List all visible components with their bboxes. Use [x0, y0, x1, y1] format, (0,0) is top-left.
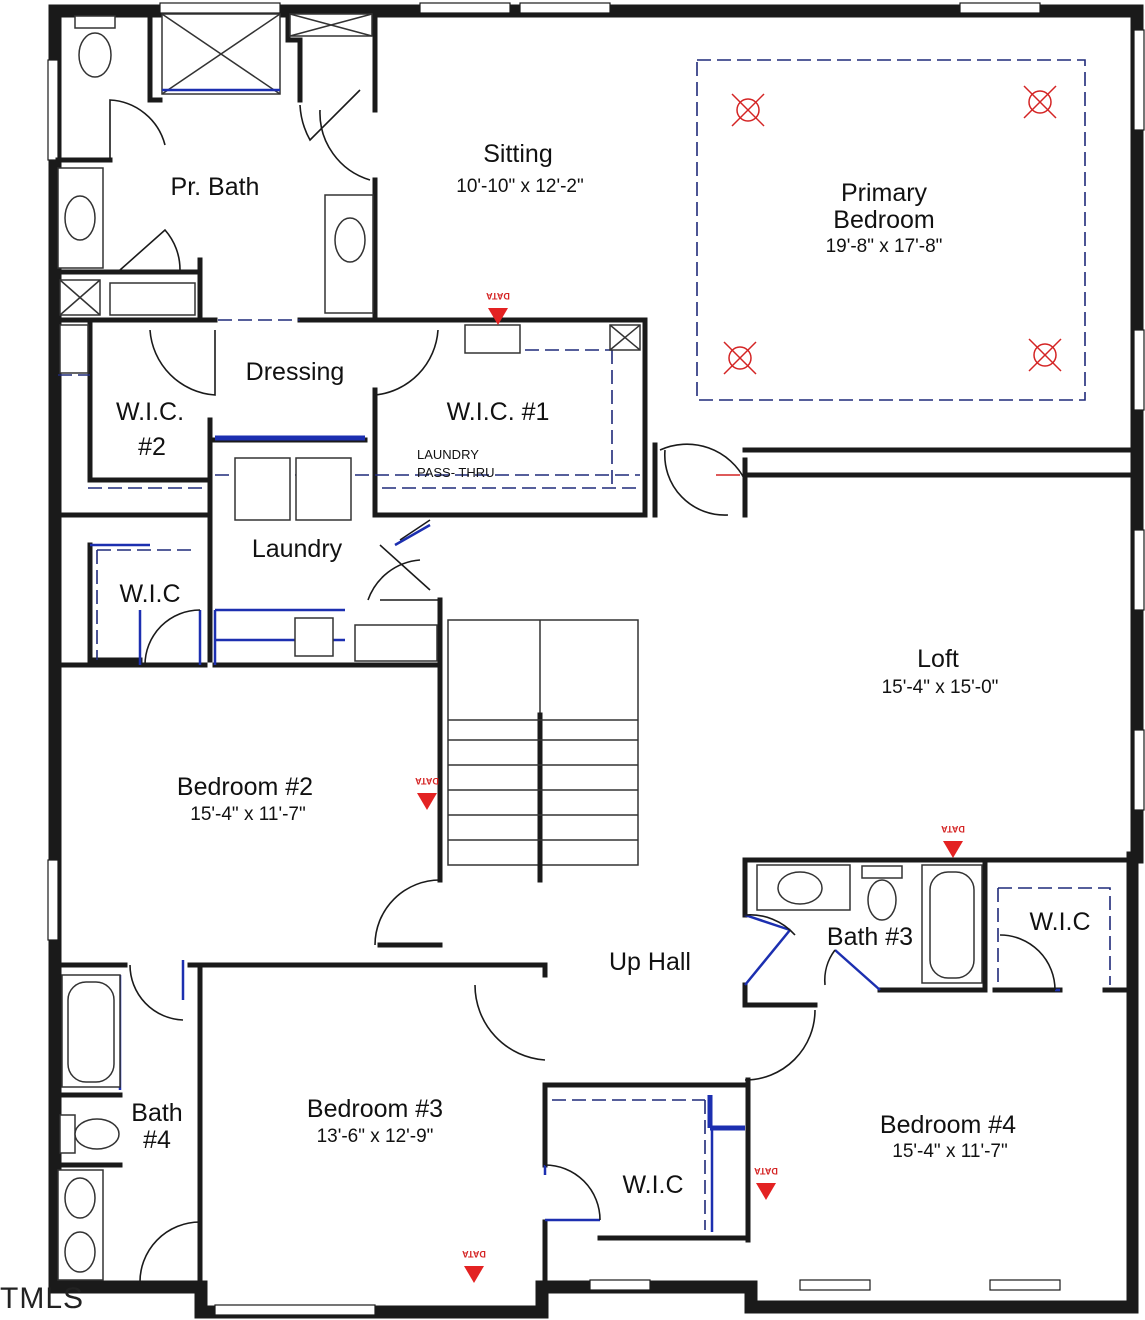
plumbing-fixtures [57, 13, 983, 1281]
svg-text:DATA: DATA [941, 824, 965, 834]
dressing-label: Dressing [246, 358, 345, 386]
bedroom2-label: Bedroom #2 [177, 773, 313, 801]
data-marker: DATA [941, 824, 965, 858]
loft-dim: 15'-4" x 15'-0" [882, 677, 999, 698]
interior-walls [55, 9, 1137, 1312]
primary-bedroom-label-2: Bedroom [833, 206, 934, 234]
room-labels: Sitting 10'-10" x 12'-2" Primary Bedroom… [116, 140, 1091, 1199]
bedroom3-label: Bedroom #3 [307, 1095, 443, 1123]
data-marker: DATA [462, 1249, 486, 1283]
laundry-pass-label-2: PASS- THRU [417, 465, 495, 480]
sitting-label: Sitting [483, 140, 552, 168]
bedroom3-dim: 13'-6" x 12'-9" [317, 1126, 434, 1147]
bedroom4-dim: 15'-4" x 11'-7" [892, 1141, 1007, 1162]
bath4-label-2: #4 [143, 1126, 171, 1154]
primary-bedroom-dim: 19'-8" x 17'-8" [826, 236, 943, 257]
wic-left-label: W.I.C [119, 580, 180, 608]
ceiling-light-markers [716, 85, 1062, 476]
watermark: TMLS [0, 1282, 85, 1315]
up-hall-label: Up Hall [609, 948, 691, 976]
bath4-label-1: Bath [131, 1099, 182, 1127]
svg-text:DATA: DATA [462, 1249, 486, 1259]
svg-text:DATA: DATA [486, 291, 510, 301]
data-marker: DATA [486, 291, 510, 325]
primary-bedroom-label-1: Primary [841, 179, 928, 207]
bath3-label: Bath #3 [827, 923, 913, 951]
wic2-label-2: #2 [138, 433, 166, 461]
data-marker: DATA [415, 776, 439, 810]
laundry-label: Laundry [252, 535, 343, 563]
bedroom4-label: Bedroom #4 [880, 1111, 1016, 1139]
wic-bottom-label: W.I.C [622, 1171, 683, 1199]
laundry-pass-label-1: LAUNDRY [417, 447, 479, 462]
data-markers: DATA DATA DATA DATA DATA [415, 291, 965, 1283]
wic2-label-1: W.I.C. [116, 398, 184, 426]
bedroom2-dim: 15'-4" x 11'-7" [190, 804, 305, 825]
wic-right-label: W.I.C [1029, 908, 1090, 936]
sitting-dim: 10'-10" x 12'-2" [456, 176, 583, 197]
svg-text:DATA: DATA [415, 776, 439, 786]
loft-label: Loft [917, 645, 959, 673]
wic1-label: W.I.C. #1 [447, 398, 550, 426]
svg-text:DATA: DATA [754, 1166, 778, 1176]
pr-bath-label: Pr. Bath [171, 173, 260, 201]
data-marker: DATA [754, 1166, 778, 1200]
doors [109, 89, 1056, 1285]
windows [47, 2, 1145, 1316]
